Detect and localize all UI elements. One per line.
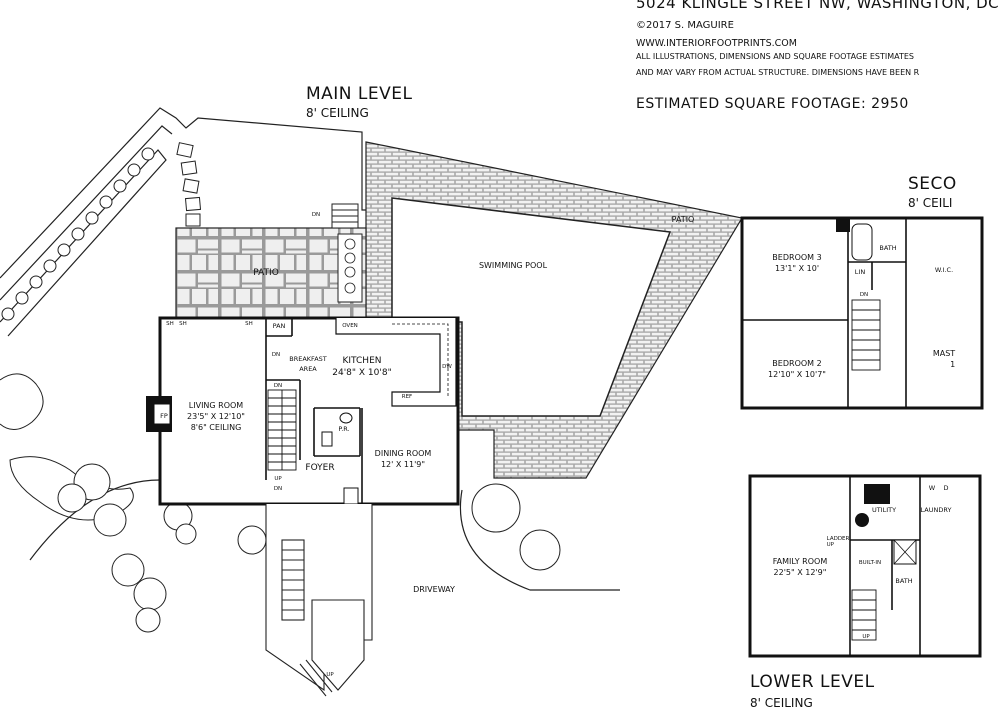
lower-bath-tag: BATH xyxy=(895,577,913,585)
lower-up-tag: UP xyxy=(862,634,870,640)
swimming-pool-label: SWIMMING POOL xyxy=(478,261,548,270)
front-walk xyxy=(265,504,373,697)
utility-unit xyxy=(864,484,890,504)
patio-down-tag: DN xyxy=(311,212,321,218)
ladder-tag: LADDER UP xyxy=(826,536,850,548)
second-level-interior xyxy=(742,218,907,408)
square-footage: ESTIMATED SQUARE FOOTAGE: 2950 xyxy=(636,96,909,112)
kitchen-counter xyxy=(335,318,457,407)
kitchen-down-tag: DN xyxy=(271,352,281,358)
stair-up-tag: UP xyxy=(274,476,282,482)
family-room-label: FAMILY ROOM 22'5" X 12'9" xyxy=(772,557,828,577)
main-house-floor xyxy=(159,317,459,505)
shelf-tag-1: SH xyxy=(166,321,174,327)
chimney-block xyxy=(836,218,850,232)
bedroom-2-label: BEDROOM 2 12'10" X 10'7" xyxy=(768,359,826,379)
stair-down-tag: DN xyxy=(273,383,283,389)
main-patio xyxy=(175,227,367,319)
planter-plants xyxy=(344,238,356,294)
second-level-stairs xyxy=(851,299,881,371)
living-room-label: LIVING ROOM 23'5" X 12'10" 8'6" CEILING xyxy=(187,401,245,432)
pantry-tag: PAN xyxy=(272,322,286,330)
disclaimer-line-2: AND MAY VARY FROM ACTUAL STRUCTURE. DIME… xyxy=(636,68,920,77)
main-interior-walls xyxy=(265,318,363,504)
bedroom-3-label: BEDROOM 3 13'1" X 10' xyxy=(772,253,822,273)
shrub-row xyxy=(1,147,155,321)
foyer-label: FOYER xyxy=(305,463,335,473)
bathtub xyxy=(851,223,873,261)
second-level-ceiling: 8' CEILI xyxy=(908,196,953,210)
dryer-tag: D xyxy=(943,484,949,492)
water-heater xyxy=(855,513,869,527)
builtin-tag: BUILT-IN xyxy=(858,560,882,566)
lower-level-title: LOWER LEVEL xyxy=(750,672,875,692)
interior-stairs xyxy=(267,389,297,471)
lower-level-stairs xyxy=(851,589,877,641)
shelf-tag-2: SH xyxy=(179,321,187,327)
driveway-edge xyxy=(459,489,620,591)
laundry-tag: LAUNDRY xyxy=(920,506,952,514)
dishwasher-tag: DW xyxy=(442,364,452,370)
main-level-title: MAIN LEVEL xyxy=(306,84,413,104)
walk-in-closet-tag: W.I.C. xyxy=(934,266,954,274)
floor-plan-drawing xyxy=(0,107,984,697)
breakfast-area-label: BREAKFAST AREA xyxy=(289,355,327,373)
lower-level-ceiling: 8' CEILING xyxy=(750,696,813,710)
pool-patio-label: PATIO xyxy=(671,215,695,224)
patio-label: PATIO xyxy=(253,268,279,278)
linen-tag: LIN xyxy=(854,268,866,276)
utility-tag: UTILITY xyxy=(871,506,897,514)
refrigerator-tag: REF xyxy=(401,394,413,400)
powder-room-label: P.R. xyxy=(338,425,350,433)
property-address: 5024 KLINGLE STREET NW, WASHINGTON, DC xyxy=(636,0,999,12)
stepping-stones xyxy=(176,142,202,227)
disclaimer-line-1: ALL ILLUSTRATIONS, DIMENSIONS AND SQUARE… xyxy=(636,52,914,61)
second-level-title: SECO xyxy=(908,174,957,194)
oven-tag: OVEN xyxy=(342,323,358,329)
patio-steps xyxy=(331,203,359,229)
shelf-tag-3: SH xyxy=(245,321,253,327)
website: WWW.INTERIORFOOTPRINTS.COM xyxy=(636,38,797,49)
kitchen-label: KITCHEN 24'8" X 10'8" xyxy=(332,356,392,378)
foyer-down-tag: DN xyxy=(273,486,283,492)
fireplace-tag: FP xyxy=(160,412,168,420)
main-level-ceiling: 8' CEILING xyxy=(306,106,369,120)
front-up-tag: UP xyxy=(326,672,334,678)
second-down-tag: DN xyxy=(859,292,869,298)
dining-room-label: DINING ROOM 12' X 11'9" xyxy=(374,449,432,469)
second-bath-tag: BATH xyxy=(879,244,897,252)
master-bedroom-label: MAST 1 xyxy=(932,349,956,369)
copyright: ©2017 S. MAGUIRE xyxy=(636,20,734,31)
washer-tag: W xyxy=(928,484,936,492)
driveway-label: DRIVEWAY xyxy=(413,585,455,594)
